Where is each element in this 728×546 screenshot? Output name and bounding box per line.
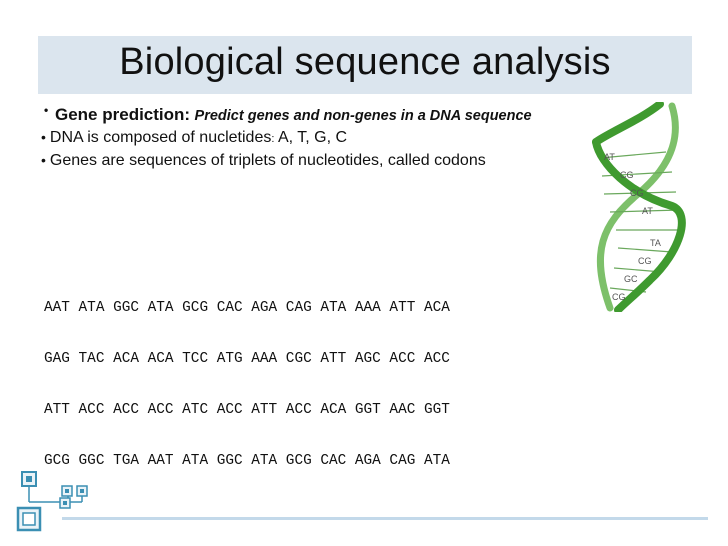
helix-label: AT — [604, 152, 615, 162]
helix-label: CG — [612, 292, 626, 302]
bullet-dot: • — [44, 103, 49, 117]
dna-text: DNA is composed of nucletides — [49, 129, 272, 146]
sequence-row: GCG GGC TGA AAT ATA GGC ATA GCG CAC AGA … — [44, 453, 450, 469]
dna-sequence-block: AAT ATA GGC ATA GCG CAC AGA CAG ATA AAA … — [44, 266, 450, 487]
sequence-row: AAT ATA GGC ATA GCG CAC AGA CAG ATA AAA … — [44, 300, 450, 316]
bullet-dot: • — [41, 129, 46, 145]
dna-colon: : — [271, 133, 275, 145]
helix-strand-front — [592, 138, 686, 312]
bullet-genes: •Genes are sequences of triplets of nucl… — [41, 150, 601, 171]
helix-label: AT — [642, 206, 653, 216]
bullet-dna: •DNA is composed of nucletides: A, T, G,… — [41, 127, 601, 150]
corner-logo-icon — [16, 471, 88, 532]
helix-strand-top — [592, 102, 664, 146]
title-bar: Biological sequence analysis — [38, 36, 692, 94]
gene-prediction-desc: Predict genes and non-genes in a DNA seq… — [194, 108, 532, 124]
sequence-row: GAG TAC ACA ACA TCC ATG AAA CGC ATT AGC … — [44, 351, 450, 367]
dna-helix-image: AT CG CG AT TA CG GC CG — [592, 102, 686, 312]
helix-label: GC — [624, 274, 638, 284]
helix-label: CG — [638, 256, 652, 266]
helix-label: CG — [630, 188, 644, 198]
helix-label: TA — [650, 238, 661, 248]
slide-title: Biological sequence analysis — [119, 41, 611, 83]
bullet-list: • Gene prediction: Predict genes and non… — [41, 103, 601, 171]
gene-prediction-label: Gene prediction: — [55, 105, 191, 124]
bottom-divider — [62, 517, 708, 520]
helix-base-labels: AT CG CG AT TA CG GC CG — [604, 152, 661, 302]
genes-text: Genes are sequences of triplets of nucle… — [49, 152, 486, 169]
sequence-row: ATT ACC ACC ACC ATC ACC ATT ACC ACA GGT … — [44, 402, 450, 418]
dna-bases: A, T, G, C — [274, 129, 348, 146]
helix-label: CG — [620, 170, 634, 180]
bullet-gene-prediction: • Gene prediction: Predict genes and non… — [41, 103, 601, 127]
bullet-dot: • — [41, 152, 46, 168]
